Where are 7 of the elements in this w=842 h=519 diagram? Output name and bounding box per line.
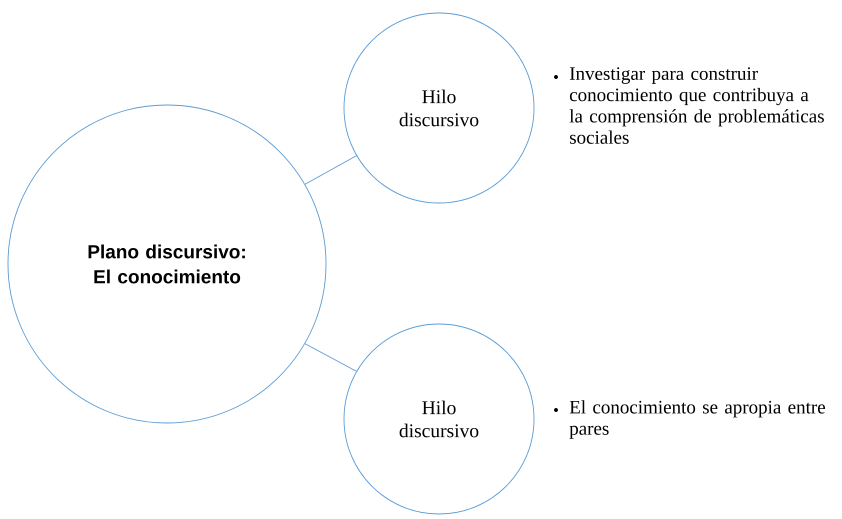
connector-line (304, 343, 357, 372)
circle-node: Hilo discursivo (344, 12, 534, 204)
bullet-text: El conocimiento se apropia entre pares (570, 400, 825, 439)
bullet-text: Investigar para construir conocimiento que contribuya a la comprensión de problemáticas sociales (570, 67, 824, 144)
circle-node: Plano discursivo: El conocimiento (8, 104, 326, 424)
connector-line (304, 155, 357, 185)
circle-node: Hilo discursivo (344, 324, 534, 514)
